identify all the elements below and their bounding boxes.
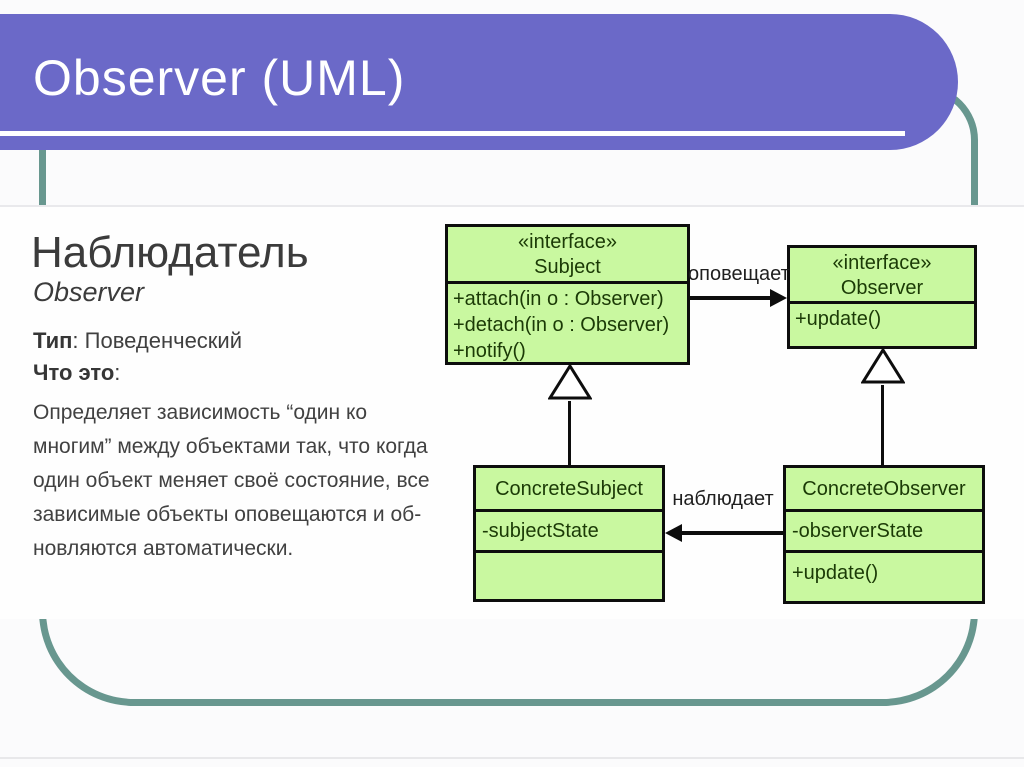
concrete-observer-method: +update(): [792, 562, 879, 584]
edge-label-observes: наблюдает: [672, 488, 774, 510]
pattern-heading-ru: Наблюдатель: [31, 228, 309, 277]
content-panel: Наблюдатель Observer Тип: Поведенческий …: [0, 205, 1024, 619]
uml-class-concrete-observer: ConcreteObserver -observerState +update(…: [783, 465, 985, 604]
title-banner: Observer (UML): [0, 14, 958, 150]
observer-header: «interface» Observer: [790, 248, 974, 304]
inheritance-line-observer: [881, 385, 884, 465]
slide-title: Observer (UML): [33, 50, 406, 106]
concrete-observer-name: ConcreteObserver: [786, 468, 982, 512]
pattern-what-line: Что это:: [33, 360, 120, 386]
arrowhead-right-icon: [770, 289, 787, 307]
inheritance-triangle-icon: [861, 347, 905, 384]
inheritance-triangle-icon: [548, 363, 592, 400]
description-line: новляются автоматически.: [33, 537, 294, 560]
slide-bottom-edge: [0, 757, 1024, 759]
pattern-what-colon: :: [114, 360, 121, 385]
uml-class-subject: «interface» Subject +attach(in o : Obser…: [445, 224, 690, 365]
subject-method: +attach(in o : Observer): [453, 288, 664, 310]
uml-class-observer: «interface» Observer +update(): [787, 245, 977, 349]
description-line: зависимые объекты оповещаются и об-: [33, 503, 422, 526]
subject-method: +notify(): [453, 340, 526, 362]
subject-header: «interface» Subject: [448, 227, 687, 284]
pattern-what-label: Что это: [33, 360, 115, 385]
pattern-heading-en: Observer: [33, 277, 145, 307]
observer-method: +update(): [795, 308, 882, 330]
observer-name: Observer: [840, 277, 924, 299]
concrete-subject-name: ConcreteSubject: [476, 468, 662, 512]
observer-stereotype: «interface»: [832, 252, 932, 274]
description-line: Определяет зависимость “один ко: [33, 401, 368, 424]
arrowhead-left-icon: [665, 524, 682, 542]
concrete-subject-attribute: -subjectState: [476, 512, 662, 553]
concrete-observer-attribute: -observerState: [786, 512, 982, 553]
pattern-type-value: : Поведенческий: [72, 328, 243, 353]
pattern-type-line: Тип: Поведенческий: [33, 328, 242, 354]
description-line: многим” между объектами так, что когда: [33, 435, 428, 458]
subject-stereotype: «interface»: [518, 231, 617, 253]
subject-methods: +attach(in o : Observer) +detach(in o : …: [448, 284, 687, 368]
edge-label-notifies: оповещает: [688, 263, 790, 285]
description-line: один объект меняет своё состояние, все: [33, 469, 430, 492]
observer-methods: +update(): [790, 304, 974, 336]
uml-class-concrete-subject: ConcreteSubject -subjectState: [473, 465, 665, 602]
inheritance-line-subject: [568, 401, 571, 465]
title-underline: [0, 131, 905, 136]
concrete-subject-methods-empty: [476, 553, 662, 596]
subject-method: +detach(in o : Observer): [453, 314, 670, 336]
pattern-description: Определяет зависимость “один ко многим” …: [33, 396, 473, 566]
association-line-observes: [681, 531, 783, 535]
subject-name: Subject: [534, 256, 601, 278]
pattern-type-label: Тип: [33, 328, 73, 353]
association-line-notifies: [690, 296, 772, 300]
